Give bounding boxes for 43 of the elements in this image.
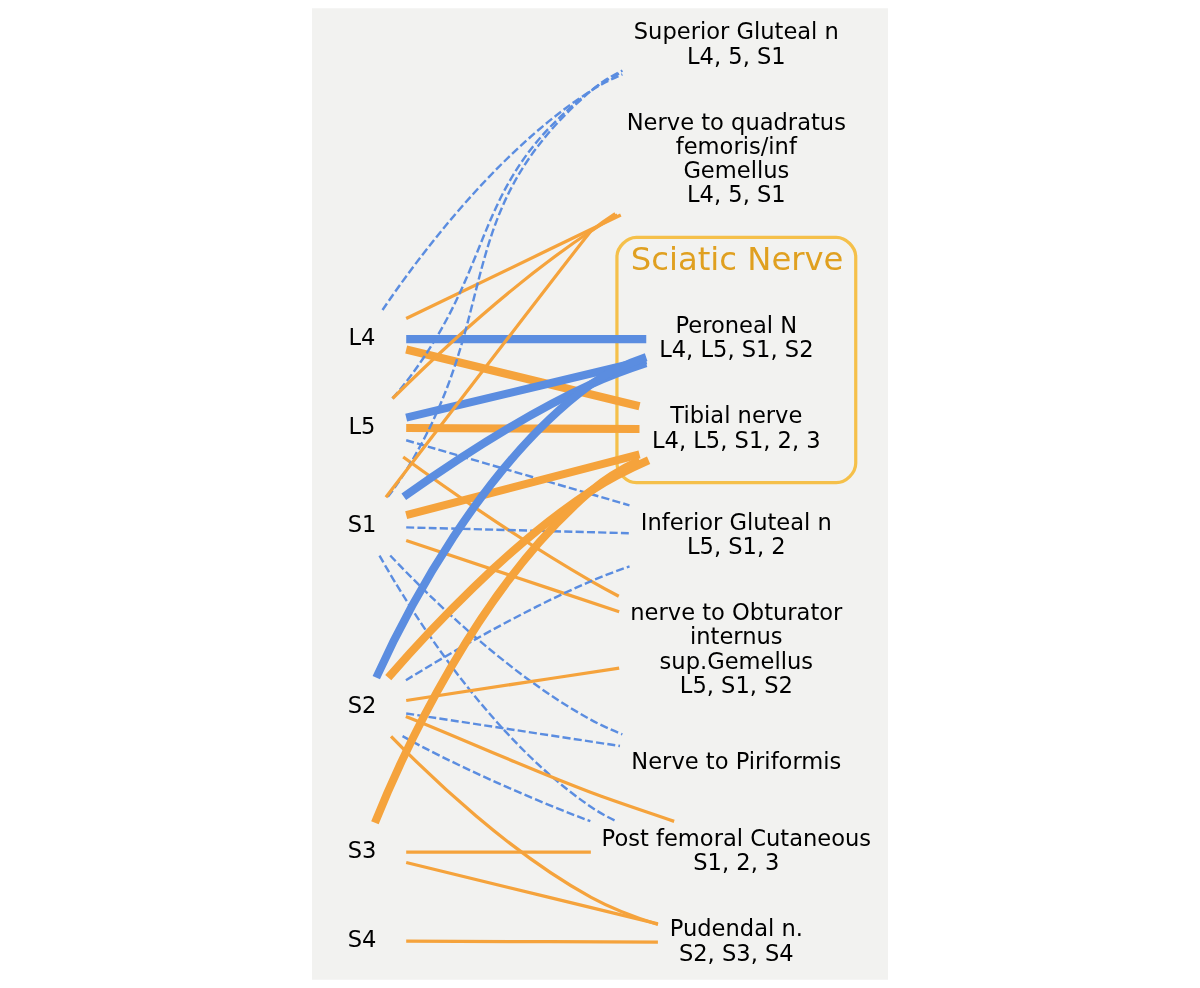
node-text: S1 [347, 511, 377, 538]
connector [405, 439, 630, 507]
connector [406, 850, 591, 854]
node-text: Tibial nerve L4, L5, S1, 2, 3 [651, 402, 821, 453]
connector [385, 456, 651, 681]
connector [405, 450, 641, 520]
connector [386, 69, 623, 498]
node-text: S2 [347, 691, 377, 718]
node-text: L4 [348, 324, 376, 351]
connector [401, 735, 591, 823]
connector [391, 71, 623, 400]
connector [405, 666, 620, 703]
node-text: L5 [348, 412, 376, 439]
node-text: Peroneal N L4, L5, S1, S2 [659, 311, 814, 363]
node-text: Nerve to Piriformis [631, 748, 842, 775]
connector [389, 554, 623, 736]
node-text: S4 [347, 925, 377, 952]
connector [405, 539, 620, 614]
connector [405, 860, 659, 926]
connector [391, 213, 619, 400]
connector [371, 456, 642, 825]
node-text: nerve to Obturator internus sup.Gemellus L5, S1, S2 [630, 599, 843, 698]
connector [372, 353, 648, 680]
connector [405, 565, 630, 682]
node-text: S3 [347, 837, 377, 864]
connector [406, 712, 621, 748]
connector [378, 555, 618, 823]
connector [381, 73, 623, 311]
connector [406, 335, 647, 344]
node-text: Pudendal n. S2, S3, S4 [669, 915, 803, 966]
connector [405, 213, 622, 321]
connector [406, 526, 630, 535]
connector [406, 939, 658, 944]
node-text: Nerve to quadratus femoris/inf Gemellus L4, 5, S1 [626, 108, 846, 208]
connector [384, 212, 617, 499]
connector [405, 714, 675, 823]
connector [405, 345, 641, 411]
connector [389, 735, 659, 926]
connector [406, 424, 640, 434]
node-text: Post femoral Cutaneous S1, 2, 3 [601, 825, 872, 876]
node-text: Inferior Gluteal n L5, S1, 2 [640, 508, 832, 560]
node-text: Superior Gluteal n L4, 5, S1 [633, 18, 839, 69]
connector [402, 455, 620, 598]
